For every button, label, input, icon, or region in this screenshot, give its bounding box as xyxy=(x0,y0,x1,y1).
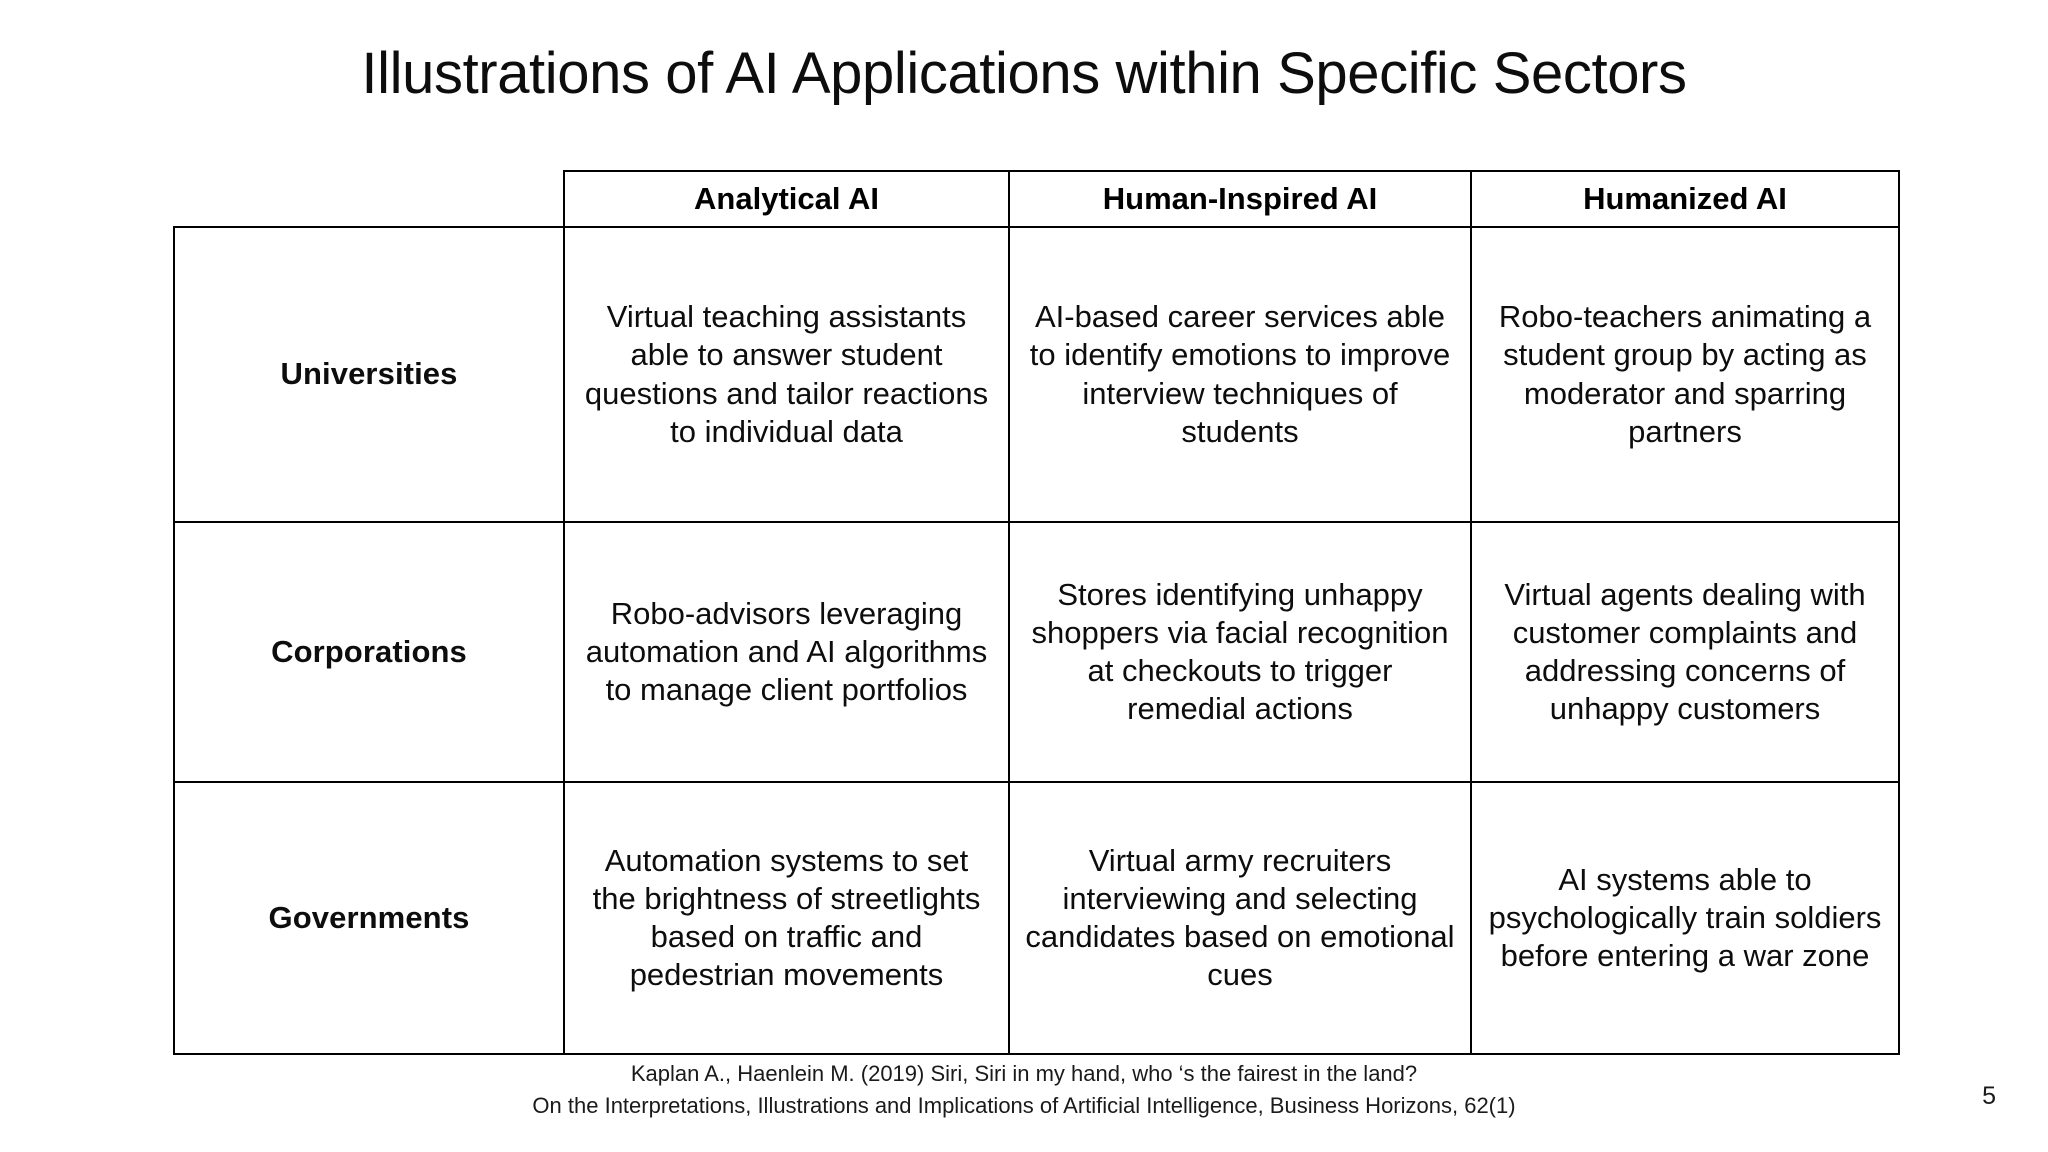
cell-governments-human-inspired: Virtual army recruiters interviewing and… xyxy=(1008,781,1472,1055)
citation-line-1: Kaplan A., Haenlein M. (2019) Siri, Siri… xyxy=(630,1061,1418,1086)
ai-applications-table-wrapper: Analytical AI Human-Inspired AI Humanize… xyxy=(173,170,1900,1055)
table-row: Corporations Robo-advisors leveraging au… xyxy=(173,521,1900,783)
row-header-corporations: Corporations xyxy=(173,521,565,783)
column-header-humanized-ai: Humanized AI xyxy=(1470,170,1900,228)
source-citation: Kaplan A., Haenlein M. (2019) Siri, Siri… xyxy=(0,1058,2048,1122)
row-header-governments: Governments xyxy=(173,781,565,1055)
cell-corporations-human-inspired: Stores identifying unhappy shoppers via … xyxy=(1008,521,1472,783)
column-header-human-inspired-ai: Human-Inspired AI xyxy=(1008,170,1472,228)
table-header-row: Analytical AI Human-Inspired AI Humanize… xyxy=(174,170,1900,228)
table-body: Universities Virtual teaching assistants… xyxy=(173,226,1900,1055)
table-corner-cell xyxy=(174,171,564,227)
cell-governments-humanized: AI systems able to psychologically train… xyxy=(1470,781,1900,1055)
page-title: Illustrations of AI Applications within … xyxy=(361,41,1687,106)
table-row: Governments Automation systems to set th… xyxy=(173,781,1900,1055)
cell-universities-humanized: Robo-teachers animating a student group … xyxy=(1470,226,1900,523)
cell-corporations-analytical: Robo-advisors leveraging automation and … xyxy=(563,521,1010,783)
ai-applications-table: Analytical AI Human-Inspired AI Humanize… xyxy=(173,170,1900,1055)
cell-universities-human-inspired: AI-based career services able to identif… xyxy=(1008,226,1472,523)
table-header: Analytical AI Human-Inspired AI Humanize… xyxy=(174,170,1900,228)
row-header-universities: Universities xyxy=(173,226,565,523)
citation-line-2: On the Interpretations, Illustrations an… xyxy=(532,1092,1516,1118)
cell-corporations-humanized: Virtual agents dealing with customer com… xyxy=(1470,521,1900,783)
cell-governments-analytical: Automation systems to set the brightness… xyxy=(563,781,1010,1055)
page-number: 5 xyxy=(1982,1082,1996,1110)
column-header-analytical-ai: Analytical AI xyxy=(563,170,1010,228)
cell-universities-analytical: Virtual teaching assistants able to answ… xyxy=(563,226,1010,523)
table-row: Universities Virtual teaching assistants… xyxy=(173,226,1900,523)
